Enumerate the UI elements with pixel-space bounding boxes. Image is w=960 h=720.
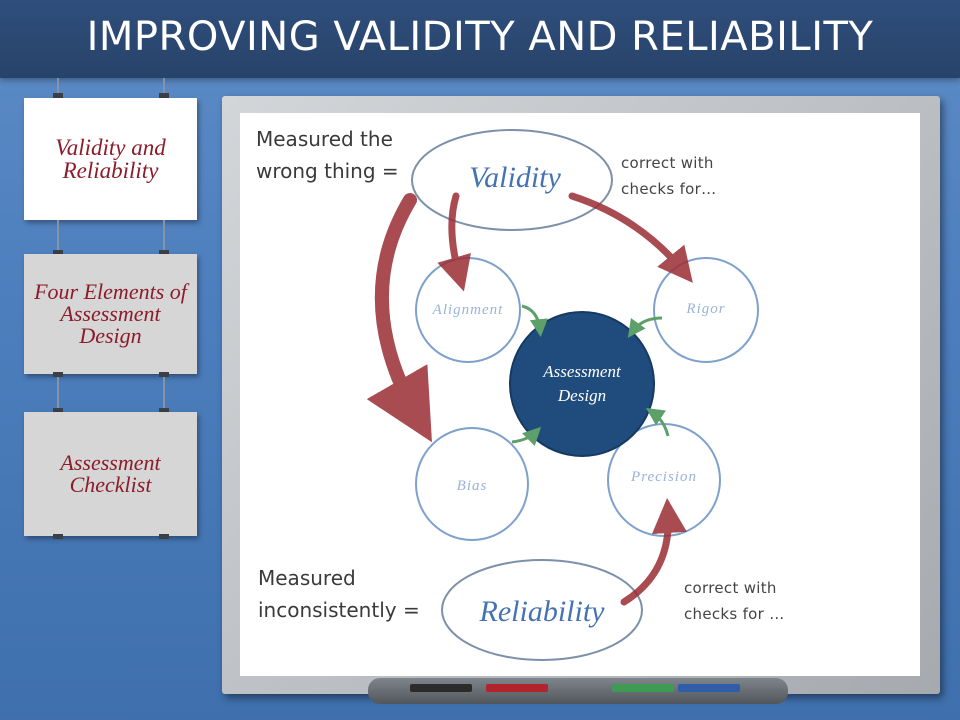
hang-clip	[53, 408, 63, 413]
arrow-icon	[646, 408, 670, 437]
bias-label: Bias	[457, 478, 488, 494]
arrow-icon	[366, 193, 432, 443]
hang-clip	[159, 408, 169, 413]
measured-wrong-line1: Measured the	[256, 127, 393, 151]
hang-string	[57, 78, 59, 100]
marker-blue	[678, 684, 740, 692]
page-title: IMPROVING VALIDITY AND RELIABILITY	[86, 14, 874, 60]
sidebar-card-label: Validity and Reliability	[55, 135, 166, 183]
arrow-icon	[511, 426, 542, 447]
sidebar-card-checklist[interactable]: Assessment Checklist	[24, 412, 197, 536]
marker-black	[410, 684, 472, 692]
correct-top-line1: correct with	[621, 154, 714, 172]
hang-clip	[159, 250, 169, 255]
sidebar-card-validity-reliability[interactable]: Validity and Reliability	[24, 98, 197, 220]
measured-inconsistent-line2: inconsistently =	[258, 598, 420, 622]
validity-ellipse	[411, 129, 613, 231]
measured-wrong-line2: wrong thing =	[256, 159, 399, 183]
hang-clip	[53, 372, 63, 377]
rigor-circle	[653, 257, 759, 363]
correct-top-note: correct with checks for…	[621, 150, 716, 202]
hang-clip	[53, 93, 63, 98]
arrow-icon	[627, 316, 663, 338]
alignment-label: Alignment	[432, 302, 504, 318]
hang-string	[57, 374, 59, 412]
hang-clip	[159, 372, 169, 377]
hang-string	[163, 374, 165, 412]
hang-clip	[159, 534, 169, 539]
arrow-icon	[521, 304, 548, 338]
measured-inconsistent-line1: Measured	[258, 566, 356, 590]
marker-red	[486, 684, 548, 692]
correct-bottom-line2: checks for …	[684, 605, 785, 623]
correct-bottom-line1: correct with	[684, 579, 777, 597]
marker-green	[612, 684, 674, 692]
arrow-icon	[568, 192, 693, 283]
correct-bottom-note: correct with checks for …	[684, 575, 785, 627]
hang-clip	[53, 534, 63, 539]
hang-clip	[159, 93, 169, 98]
arrow-icon	[620, 498, 687, 606]
hang-string	[57, 220, 59, 254]
hang-string	[163, 78, 165, 100]
assessment-design-circle	[509, 311, 655, 457]
center-label-1: Assessment	[542, 362, 622, 381]
validity-label: Validity	[469, 161, 561, 194]
precision-label: Precision	[630, 469, 697, 485]
sidebar-card-label: Assessment Checklist	[60, 450, 161, 497]
hang-clip	[53, 250, 63, 255]
measured-inconsistent-note: Measured inconsistently =	[258, 562, 420, 626]
hang-string	[163, 220, 165, 254]
sidebar-card-label: Four Elements of Assessment Design	[34, 279, 187, 348]
arrow-icon	[437, 192, 471, 292]
sidebar-card-four-elements[interactable]: Four Elements of Assessment Design	[24, 254, 197, 374]
bias-circle	[415, 427, 529, 541]
rigor-label: Rigor	[685, 301, 725, 317]
reliability-label: Reliability	[479, 595, 606, 628]
center-label-2: Design	[557, 386, 606, 405]
reliability-ellipse	[441, 559, 643, 661]
title-bar	[0, 0, 960, 78]
correct-top-line2: checks for…	[621, 180, 717, 198]
measured-wrong-note: Measured the wrong thing =	[256, 123, 399, 187]
